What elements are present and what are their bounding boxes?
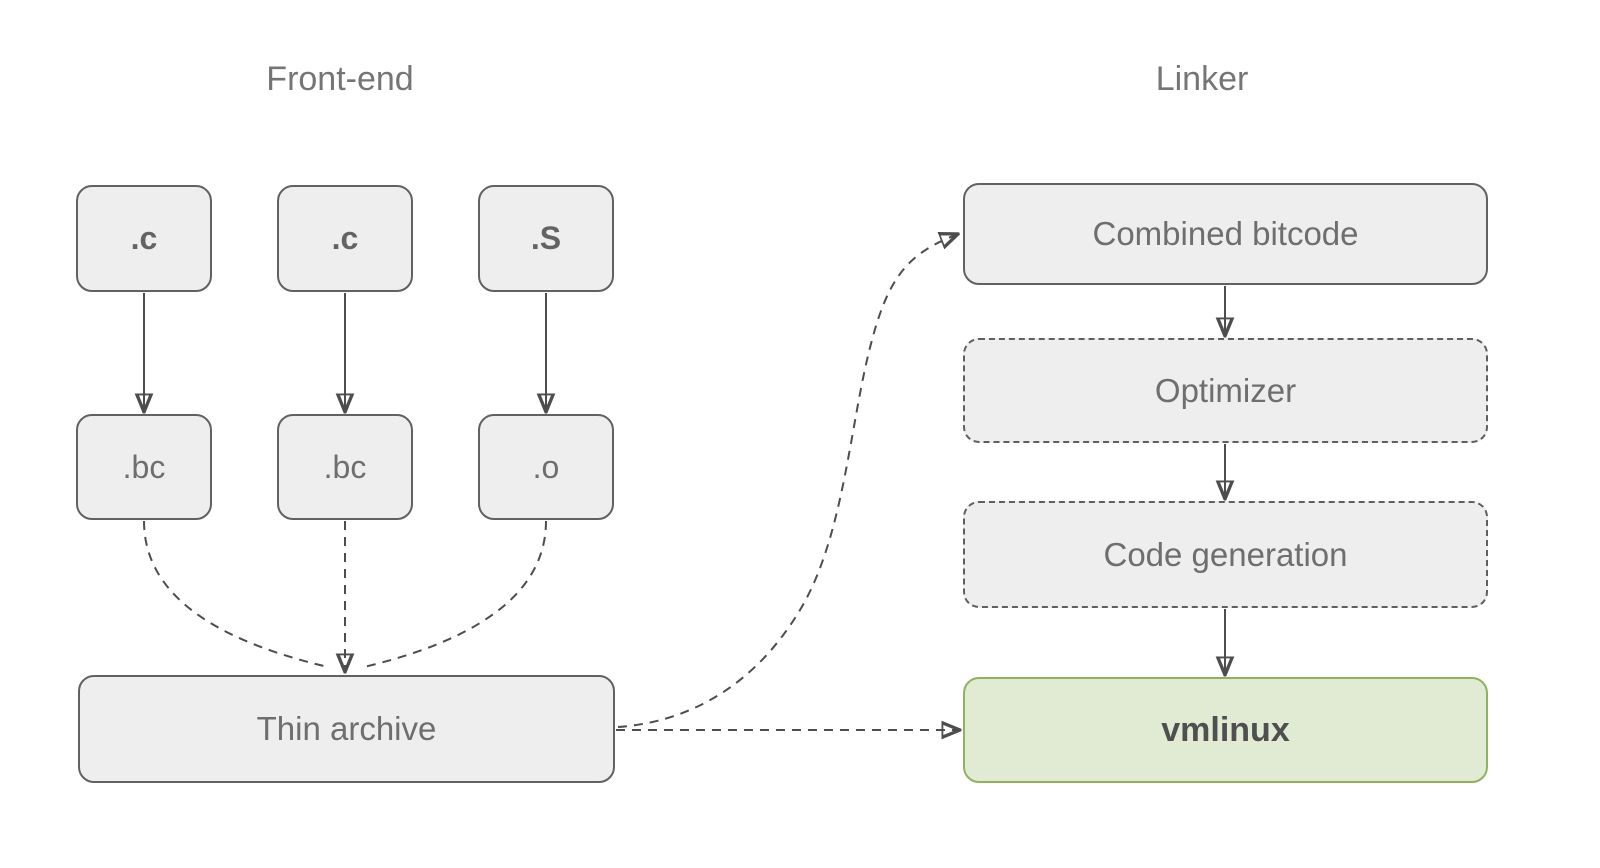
node-c-file-2: .c	[277, 185, 413, 292]
node-combined-bitcode-label: Combined bitcode	[1092, 215, 1359, 252]
linker-title: Linker	[1155, 60, 1249, 98]
node-c-file-2-label: .c	[331, 220, 359, 256]
node-code-generation: Code generation	[963, 501, 1488, 608]
node-vmlinux: vmlinux	[963, 677, 1488, 783]
node-thin-archive-label: Thin archive	[256, 710, 437, 747]
node-combined-bitcode: Combined bitcode	[963, 183, 1488, 285]
node-s-file-label: .S	[530, 220, 562, 256]
arrow-thin-archive-to-combined-bitcode	[617, 234, 958, 728]
node-thin-archive: Thin archive	[78, 675, 615, 783]
node-bc-file-1-label: .bc	[122, 448, 166, 485]
node-bc-file-2: .bc	[277, 414, 413, 520]
node-optimizer: Optimizer	[963, 338, 1488, 443]
node-c-file-1: .c	[76, 185, 212, 292]
arrow-bc1-to-thin-archive	[143, 520, 329, 668]
node-o-file: .o	[478, 414, 614, 520]
frontend-title: Front-end	[266, 60, 414, 98]
node-optimizer-label: Optimizer	[1154, 371, 1297, 409]
arrow-o1-to-thin-archive	[363, 520, 547, 668]
node-bc-file-2-label: .bc	[323, 448, 367, 485]
node-c-file-1-label: .c	[130, 220, 158, 256]
node-code-generation-label: Code generation	[1103, 535, 1348, 573]
node-s-file: .S	[478, 185, 614, 292]
node-bc-file-1: .bc	[76, 414, 212, 520]
node-o-file-label: .o	[532, 448, 560, 485]
node-vmlinux-label: vmlinux	[1161, 710, 1290, 749]
